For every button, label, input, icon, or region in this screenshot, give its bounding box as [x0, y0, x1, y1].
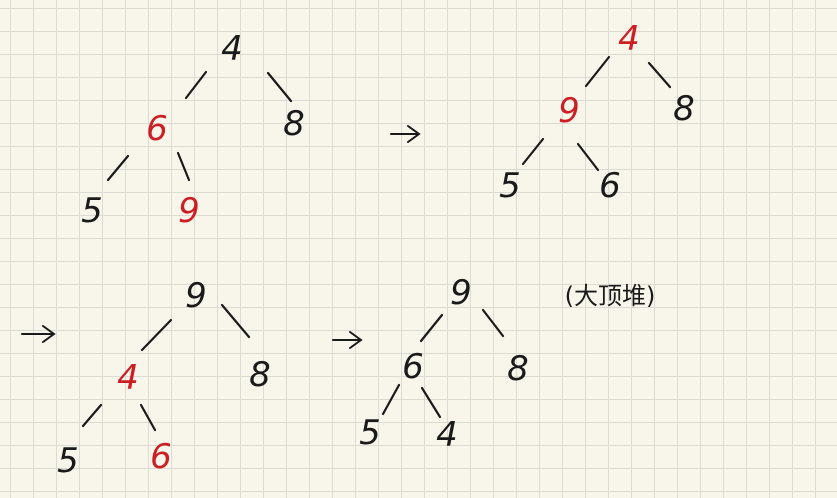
- tree-4-left-left: 5: [359, 413, 381, 453]
- tree-4-root: 9: [450, 273, 472, 313]
- tree-3-root: 9: [185, 276, 207, 316]
- tree-2-left-right: 6: [599, 166, 621, 206]
- tree-3-left-left: 5: [57, 441, 79, 481]
- tree-1-left-left: 5: [81, 191, 103, 231]
- arrow-right-icon: [390, 125, 421, 143]
- tree-1-right: 8: [283, 104, 305, 144]
- edge: [106, 154, 130, 182]
- tree-3: 9 4 8 5 6: [57, 276, 271, 481]
- tree-3-left-right: 6: [150, 437, 172, 477]
- tree-1-left-right: 9: [178, 191, 200, 231]
- edge: [176, 151, 191, 182]
- edge: [481, 308, 505, 338]
- tree-2-left-left: 5: [499, 166, 521, 206]
- edge: [81, 403, 103, 428]
- tree-3-right: 8: [249, 355, 271, 395]
- tree-2-right: 8: [673, 89, 695, 129]
- tree-2-left: 9: [558, 91, 580, 131]
- edge: [647, 61, 672, 89]
- arrow-right-icon: [332, 331, 363, 349]
- tree-2: 4 9 8 5 6: [499, 19, 695, 206]
- edge: [420, 386, 442, 419]
- tree-3-left: 4: [117, 358, 139, 398]
- tree-4-left: 6: [402, 347, 424, 387]
- edge: [184, 70, 208, 100]
- arrow-right-icon: [21, 325, 56, 343]
- edge: [419, 313, 444, 343]
- tree-4: 9 6 8 5 4: [359, 273, 529, 455]
- tree-4-left-right: 4: [436, 415, 458, 455]
- edge: [266, 71, 293, 103]
- max-heap-note: (大顶堆): [565, 282, 656, 310]
- edge: [381, 383, 401, 416]
- edge: [521, 137, 545, 166]
- edge: [584, 55, 611, 88]
- edge: [220, 303, 251, 339]
- tree-2-root: 4: [618, 19, 640, 59]
- edge: [140, 318, 173, 352]
- edge: [576, 142, 600, 172]
- tree-1-root: 4: [221, 29, 243, 69]
- tree-1-left: 6: [146, 109, 168, 149]
- tree-4-right: 8: [507, 349, 529, 389]
- tree-1: 4 6 8 5 9: [81, 29, 305, 231]
- edge: [139, 403, 157, 432]
